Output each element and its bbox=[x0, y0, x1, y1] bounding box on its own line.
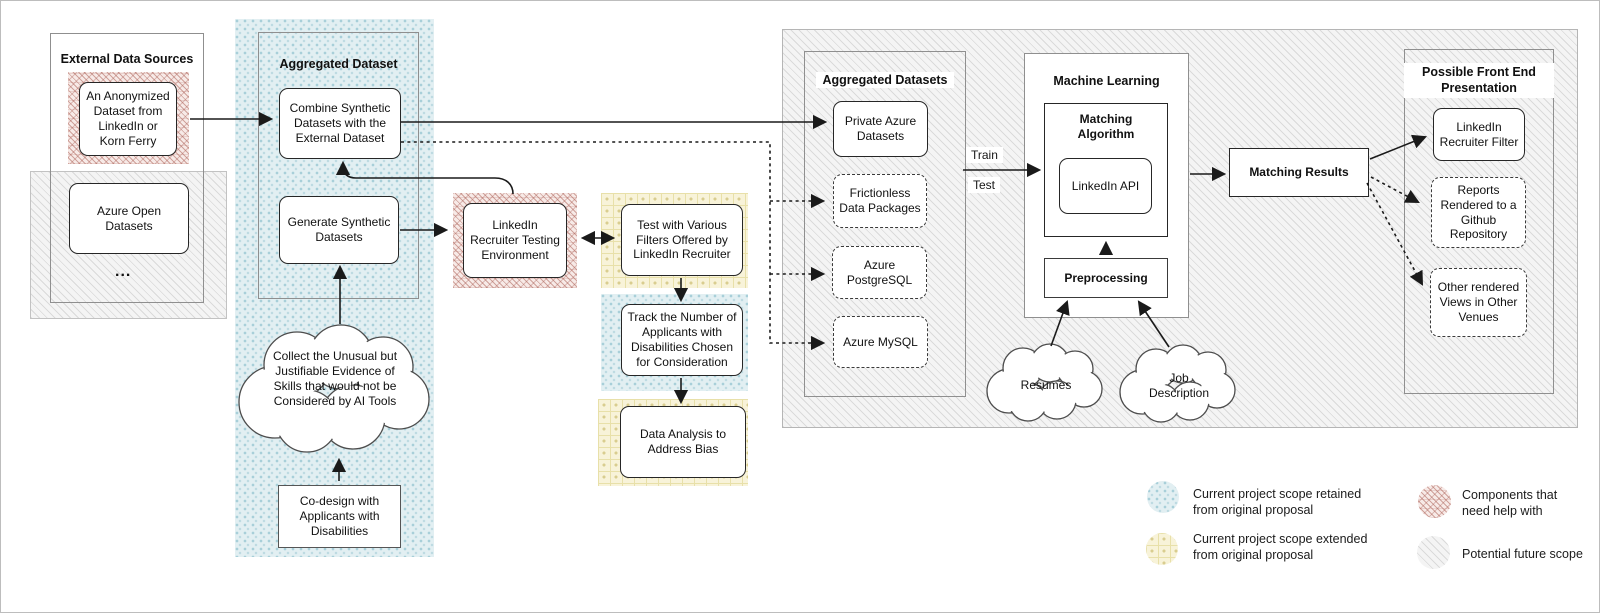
legend-swatch-extended bbox=[1146, 533, 1178, 565]
node-recruiter-filter: LinkedIn Recruiter Filter bbox=[1433, 108, 1525, 161]
legend-label-extended: Current project scope extended from orig… bbox=[1193, 532, 1368, 563]
node-codesign: Co-design with Applicants with Disabilit… bbox=[278, 485, 401, 548]
node-data-analysis: Data Analysis to Address Bias bbox=[620, 406, 746, 478]
legend-label-future-scope: Potential future scope bbox=[1462, 547, 1583, 561]
node-frictionless: Frictionless Data Packages bbox=[833, 174, 927, 228]
node-resumes-cloud-text: Resumes bbox=[1020, 378, 1072, 392]
section-title-machine-learning: Machine Learning bbox=[1053, 74, 1160, 88]
node-preprocessing: Preprocessing bbox=[1044, 258, 1168, 298]
section-title-aggregated-datasets: Aggregated Datasets bbox=[804, 72, 966, 88]
node-matching-results: Matching Results bbox=[1229, 148, 1369, 197]
external-more-ellipsis: ... bbox=[115, 263, 132, 280]
node-combine-synthetic: Combine Synthetic Datasets with the Exte… bbox=[279, 88, 401, 159]
section-title-front-end: Possible Front End Presentation bbox=[1404, 63, 1554, 98]
node-azure-postgresql: Azure PostgreSQL bbox=[832, 246, 927, 299]
external-data-sources-box bbox=[50, 33, 204, 303]
node-testing-environment: LinkedIn Recruiter Testing Environment bbox=[463, 203, 567, 278]
node-reports-github: Reports Rendered to a Github Repository bbox=[1431, 177, 1526, 248]
node-track-applicants: Track the Number of Applicants with Disa… bbox=[621, 304, 743, 376]
node-other-views: Other rendered Views in Other Venues bbox=[1430, 268, 1527, 337]
node-private-azure: Private Azure Datasets bbox=[833, 101, 928, 157]
section-title-aggregated-dataset: Aggregated Dataset bbox=[279, 57, 398, 71]
node-collect-evidence-cloud-text: Collect the Unusual but Justifiable Evid… bbox=[272, 349, 398, 409]
legend-swatch-future-scope bbox=[1417, 536, 1450, 569]
section-title-external: External Data Sources bbox=[60, 52, 194, 66]
test-label: Test bbox=[968, 177, 1001, 193]
legend-swatch-need-help bbox=[1418, 485, 1451, 518]
train-label: Train bbox=[966, 147, 1003, 163]
node-azure-mysql: Azure MySQL bbox=[833, 316, 928, 368]
legend-label-retained: Current project scope retained from orig… bbox=[1193, 487, 1362, 518]
node-generate-synthetic: Generate Synthetic Datasets bbox=[279, 196, 399, 264]
node-anonymized-dataset: An Anonymized Dataset from LinkedIn or K… bbox=[79, 82, 177, 156]
node-azure-open-datasets: Azure Open Datasets bbox=[69, 183, 189, 254]
node-linkedin-api: LinkedIn API bbox=[1059, 158, 1152, 214]
node-test-filters: Test with Various Filters Offered by Lin… bbox=[621, 204, 743, 276]
legend-swatch-retained bbox=[1147, 481, 1179, 513]
node-job-description-cloud-text: Job Description bbox=[1148, 371, 1210, 401]
legend-label-need-help: Components that need help with bbox=[1462, 488, 1558, 519]
